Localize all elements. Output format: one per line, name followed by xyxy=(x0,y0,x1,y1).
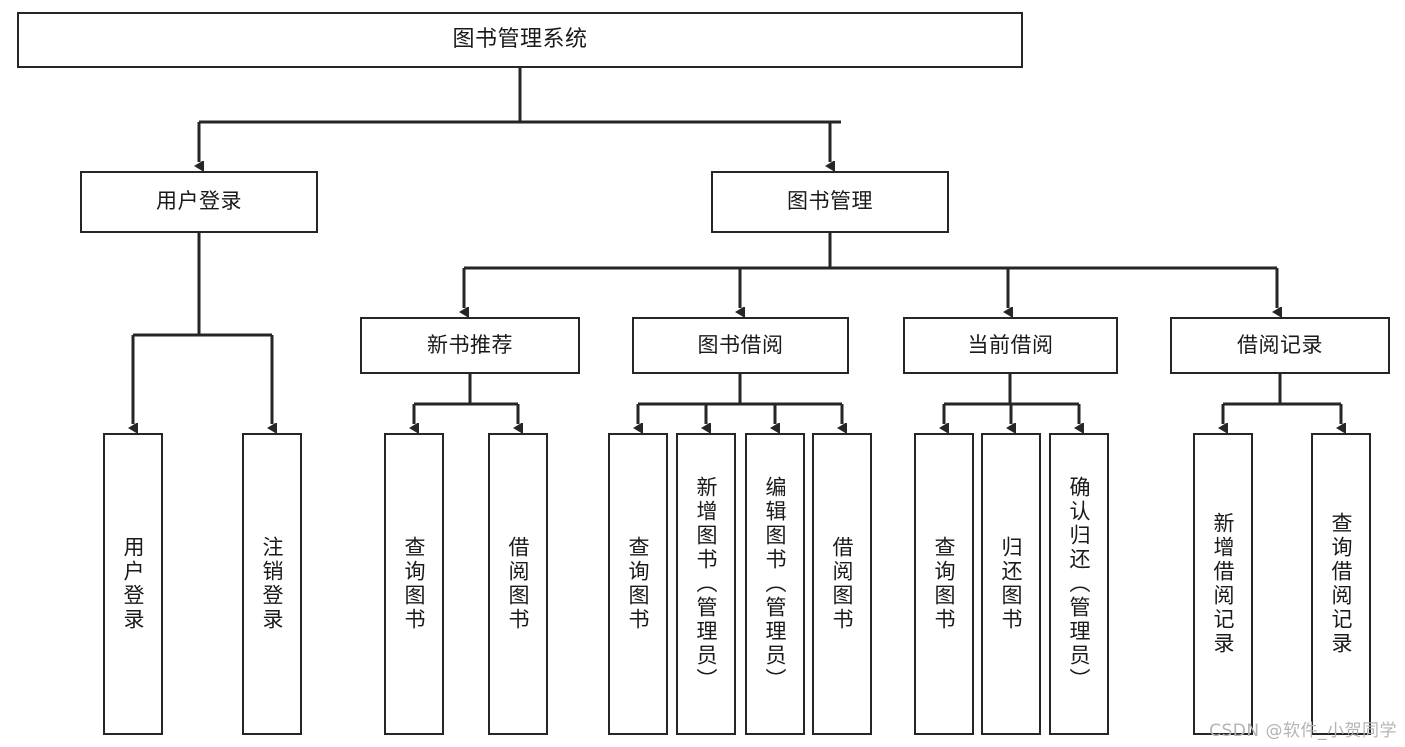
node-leaf-query-book-1-label: 查询图书 xyxy=(402,536,427,632)
node-leaf-return-book[interactable]: 归还图书 xyxy=(981,433,1041,735)
node-user-login[interactable]: 用户登录 xyxy=(80,171,318,233)
node-book-borrow-label: 图书借阅 xyxy=(697,332,784,357)
node-leaf-user-login[interactable]: 用户登录 xyxy=(103,433,163,735)
node-leaf-query-book-2[interactable]: 查询图书 xyxy=(608,433,668,735)
node-book-management-label: 图书管理 xyxy=(787,189,873,214)
node-leaf-borrow-book-1-label: 借阅图书 xyxy=(506,536,531,632)
node-borrow-record[interactable]: 借阅记录 xyxy=(1170,317,1390,374)
node-leaf-borrow-book-2[interactable]: 借阅图书 xyxy=(812,433,872,735)
node-leaf-query-book-3[interactable]: 查询图书 xyxy=(914,433,974,735)
node-leaf-borrow-book-1[interactable]: 借阅图书 xyxy=(488,433,548,735)
node-leaf-confirm-return-label: 确认归还（管理员） xyxy=(1067,476,1092,692)
node-leaf-add-book[interactable]: 新增图书（管理员） xyxy=(676,433,736,735)
node-borrow-record-label: 借阅记录 xyxy=(1237,332,1323,357)
node-leaf-borrow-book-2-label: 借阅图书 xyxy=(830,536,855,632)
node-leaf-return-book-label: 归还图书 xyxy=(999,536,1024,632)
node-new-book-recommend[interactable]: 新书推荐 xyxy=(360,317,580,374)
node-leaf-query-record-label: 查询借阅记录 xyxy=(1329,512,1354,656)
node-book-borrow[interactable]: 图书借阅 xyxy=(632,317,849,374)
node-leaf-query-book-2-label: 查询图书 xyxy=(626,536,651,632)
node-current-borrow-label: 当前借阅 xyxy=(967,332,1054,357)
node-leaf-add-record-label: 新增借阅记录 xyxy=(1211,512,1236,656)
node-leaf-query-book-1[interactable]: 查询图书 xyxy=(384,433,444,735)
node-leaf-query-book-3-label: 查询图书 xyxy=(932,536,957,632)
node-user-login-label: 用户登录 xyxy=(156,189,242,214)
node-leaf-confirm-return[interactable]: 确认归还（管理员） xyxy=(1049,433,1109,735)
node-leaf-user-login-label: 用户登录 xyxy=(121,536,146,632)
node-leaf-add-record[interactable]: 新增借阅记录 xyxy=(1193,433,1253,735)
node-leaf-logout-label: 注销登录 xyxy=(260,536,285,632)
watermark: CSDN @软件_小贺同学 xyxy=(1209,721,1397,741)
node-leaf-edit-book-label: 编辑图书（管理员） xyxy=(763,476,788,692)
node-root-label: 图书管理系统 xyxy=(452,26,588,52)
node-leaf-logout[interactable]: 注销登录 xyxy=(242,433,302,735)
node-new-book-recommend-label: 新书推荐 xyxy=(427,332,513,357)
node-leaf-query-record[interactable]: 查询借阅记录 xyxy=(1311,433,1371,735)
node-current-borrow[interactable]: 当前借阅 xyxy=(903,317,1118,374)
node-leaf-edit-book[interactable]: 编辑图书（管理员） xyxy=(745,433,805,735)
node-root[interactable]: 图书管理系统 xyxy=(17,12,1023,68)
node-book-management[interactable]: 图书管理 xyxy=(711,171,949,233)
node-leaf-add-book-label: 新增图书（管理员） xyxy=(694,476,719,692)
